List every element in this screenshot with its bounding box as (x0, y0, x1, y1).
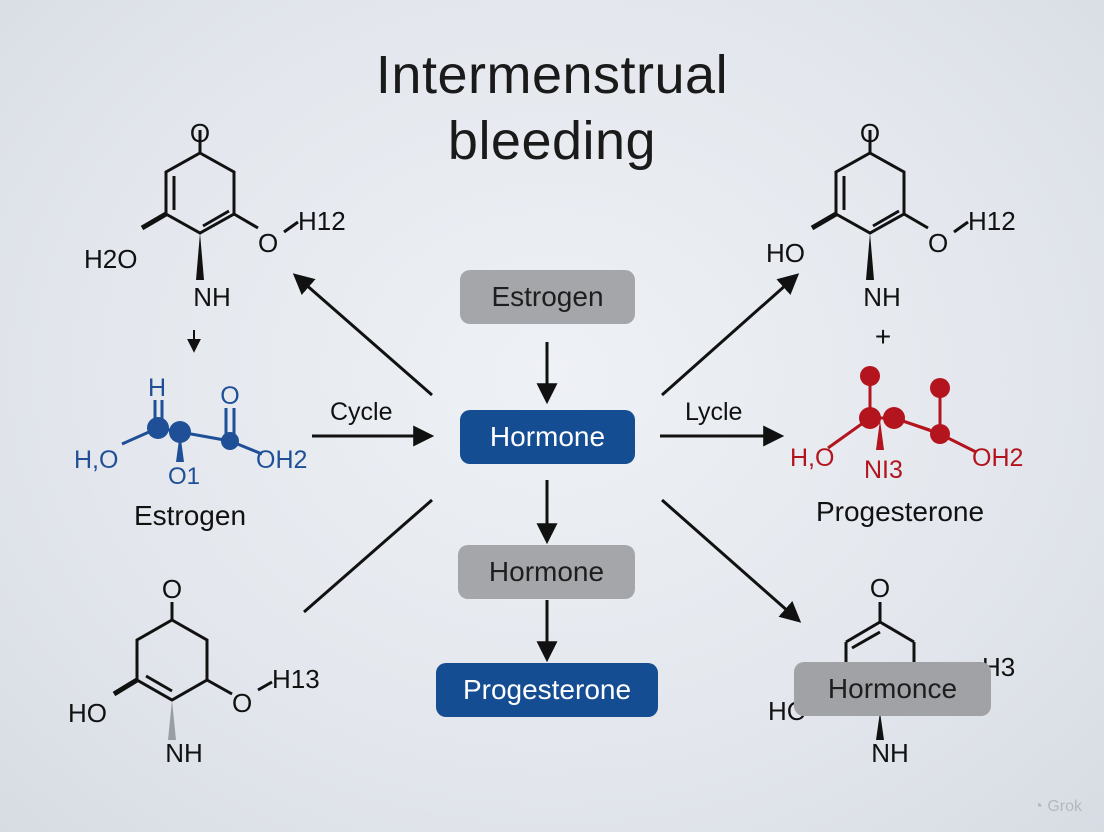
mol-mr-atom-2 (930, 378, 950, 398)
title-line-2: bleeding (447, 111, 657, 171)
arrow-center-to-top-left (292, 273, 433, 397)
mol-tl-h12: H12 (298, 206, 346, 236)
mol-tr-o-right: O (928, 228, 948, 258)
arrow-center-to-top-right (661, 273, 800, 397)
mol-tl-o-top: O (190, 118, 210, 148)
mol-br-nh: NH (871, 738, 909, 768)
arrow-center-to-bottom-right (661, 498, 802, 623)
mol-br-o-top: O (870, 573, 890, 603)
mol-bl-o-top: O (162, 574, 182, 604)
connector-center-to-bottom-left (303, 498, 433, 614)
edge-label-lycle: Lycle (685, 398, 742, 426)
title-line-1: Intermenstrual (375, 45, 729, 105)
mol-bl-o-right: O (232, 688, 252, 718)
mol-tl-h2o: H2O (84, 244, 137, 274)
node-hormonce: Hormonce (794, 662, 991, 716)
mol-bl-nh: NH (165, 738, 203, 768)
diagram-title: Intermenstrual bleeding (0, 42, 1104, 174)
mol-ml-o1: O1 (168, 463, 200, 490)
caption-progesterone: Progesterone (816, 496, 984, 527)
mol-tl-nh: NH (193, 282, 231, 312)
molecule-top-right (810, 130, 969, 280)
mol-ml-atom-2 (169, 421, 191, 443)
node-hormone-center: Hormone (460, 410, 635, 464)
watermark: ◔ Grok (1033, 798, 1082, 816)
mol-ml-oh2: OH2 (256, 446, 307, 474)
mol-mr-atom-1 (860, 366, 880, 386)
node-progesterone: Progesterone (436, 663, 658, 717)
mol-tl-o-right: O (258, 228, 278, 258)
mol-mr-ho: H,O (790, 444, 834, 472)
node-estrogen: Estrogen (460, 270, 635, 324)
mol-mr-nh3: NI3 (864, 456, 903, 484)
mol-mr-atom-5 (930, 424, 950, 444)
mol-mr-atom-4 (883, 407, 905, 429)
mol-mr-oh2: OH2 (972, 444, 1023, 472)
mol-bl-ho: HO (68, 698, 107, 728)
mol-mr-atom-3 (859, 407, 881, 429)
watermark-icon: ◔ (1033, 798, 1043, 815)
mol-ml-ho: H,O (74, 446, 118, 474)
mol-tr-plus: + (875, 321, 891, 352)
mol-tr-nh: NH (863, 282, 901, 312)
watermark-text: Grok (1047, 798, 1082, 815)
mol-ml-o: O (220, 382, 239, 410)
mol-ml-atom-1 (147, 417, 169, 439)
molecule-bottom-left (112, 602, 273, 740)
node-hormone-mid: Hormone (458, 545, 635, 599)
mol-ml-h: H (148, 374, 166, 402)
edge-label-cycle: Cycle (330, 398, 393, 426)
molecule-top-left (140, 130, 299, 280)
molecule-mid-left (121, 400, 263, 462)
caption-estrogen: Estrogen (134, 500, 246, 531)
mol-tr-ho: HO (766, 238, 805, 268)
mol-tr-o-top: O (860, 118, 880, 148)
mol-tr-h12: H12 (968, 206, 1016, 236)
mol-bl-h13: H13 (272, 664, 320, 694)
molecule-bottom-right (844, 602, 916, 740)
mol-ml-atom-3 (221, 432, 239, 450)
